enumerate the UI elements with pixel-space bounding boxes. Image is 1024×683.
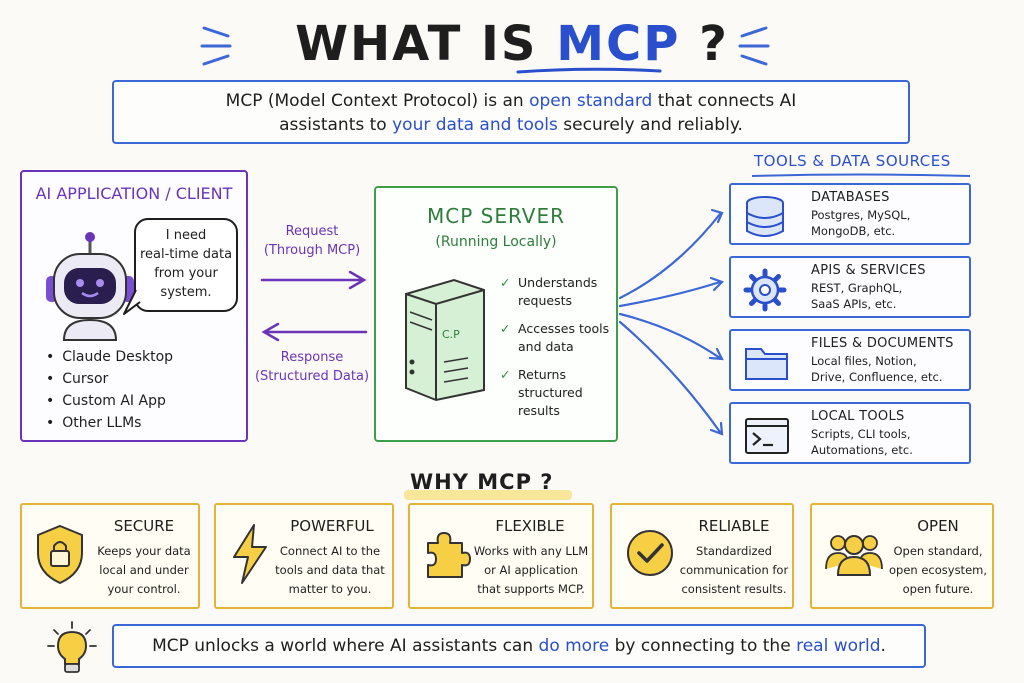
shield-lock-icon [37,524,83,585]
tool-card-databases: DATABASES Postgres, MySQL,MongoDB, etc. [729,183,971,245]
client-list: Claude Desktop Cursor Custom AI App Othe… [46,346,173,434]
tool-name: LOCAL TOOLS [811,409,905,424]
gear-icon [743,268,787,312]
check-icon: ✓ [500,321,511,336]
why-name: FLEXIBLE [495,517,565,535]
check-icon: ✓ [500,367,511,382]
list-item: Claude Desktop [46,346,173,368]
server-tower-icon: C.P [405,278,485,402]
tool-name: DATABASES [811,190,890,205]
intro-line-1: MCP (Model Context Protocol) is an open … [225,91,797,111]
request-arrow-icon [260,270,367,290]
why-heading: WHY MCP ? [410,470,554,494]
tool-card-apis: APIS & SERVICES REST, GraphQL,SaaS APIs,… [729,256,971,318]
tool-desc: Local files, Notion,Drive, Confluence, e… [811,354,943,384]
server-box: MCP SERVER (Running Locally) C.P ✓Unders… [374,186,618,442]
lightbulb-icon [47,621,97,673]
response-arrow-icon [261,322,368,342]
database-icon [746,196,784,237]
intro-box: MCP (Model Context Protocol) is an open … [112,80,910,144]
tool-name: FILES & DOCUMENTS [811,336,954,351]
why-desc: Open standard,open ecosystem,open future… [888,544,988,596]
folder-icon [745,348,788,380]
lightning-icon [233,524,267,584]
title-accent: MCP [556,16,681,72]
list-item: Custom AI App [46,390,173,412]
terminal-icon [745,418,789,454]
why-name: RELIABLE [698,517,770,535]
puzzle-icon [427,532,471,578]
sparkle-right-icon [738,26,770,66]
server-subtitle: (Running Locally) [435,234,557,250]
why-highlight [404,490,572,500]
tool-desc: Scripts, CLI tools,Automations, etc. [811,427,913,457]
svg-text:C.P: C.P [442,328,460,341]
server-to-tools-arrows [618,208,724,436]
title-text-2: ? [680,16,729,72]
why-name: POWERFUL [290,517,374,535]
tool-desc: REST, GraphQL,SaaS APIs, etc. [811,281,903,311]
request-label: Request(Through MCP) [263,224,361,258]
people-icon [825,535,883,576]
tools-heading: TOOLS & DATA SOURCES [754,152,951,170]
intro-line-2: assistants to your data and tools secure… [279,115,743,135]
title-text-1: WHAT IS [295,16,557,72]
client-title: AI APPLICATION / CLIENT [35,184,233,203]
why-name: OPEN [917,517,959,535]
footer-box: MCP unlocks a world where AI assistants … [112,624,926,668]
speech-bubble: I need real-time data from your system. [134,218,238,312]
tools-heading-underline [751,173,971,177]
check-icon: ✓ [500,275,511,290]
why-name: SECURE [113,517,175,535]
why-card-open: OPEN Open standard,open ecosystem,open f… [810,503,994,609]
title-underline [516,67,662,74]
tool-card-local-tools: LOCAL TOOLS Scripts, CLI tools,Automatio… [729,402,971,464]
robot-icon [46,232,134,341]
bubble-tail [123,289,141,315]
response-label: Response(Structured Data) [254,350,370,384]
tool-desc: Postgres, MySQL,MongoDB, etc. [811,208,911,238]
server-title: MCP SERVER [427,204,565,228]
client-box: AI APPLICATION / CLIENT I need real-time… [20,170,248,442]
check-circle-icon [627,530,673,576]
tool-card-files: FILES & DOCUMENTS Local files, Notion,Dr… [729,329,971,391]
tool-name: APIS & SERVICES [811,263,926,278]
page-title: WHAT IS MCP ? [0,8,1024,80]
sparkle-left-icon [200,26,232,66]
list-item: Other LLMs [46,412,173,434]
list-item: Cursor [46,368,173,390]
